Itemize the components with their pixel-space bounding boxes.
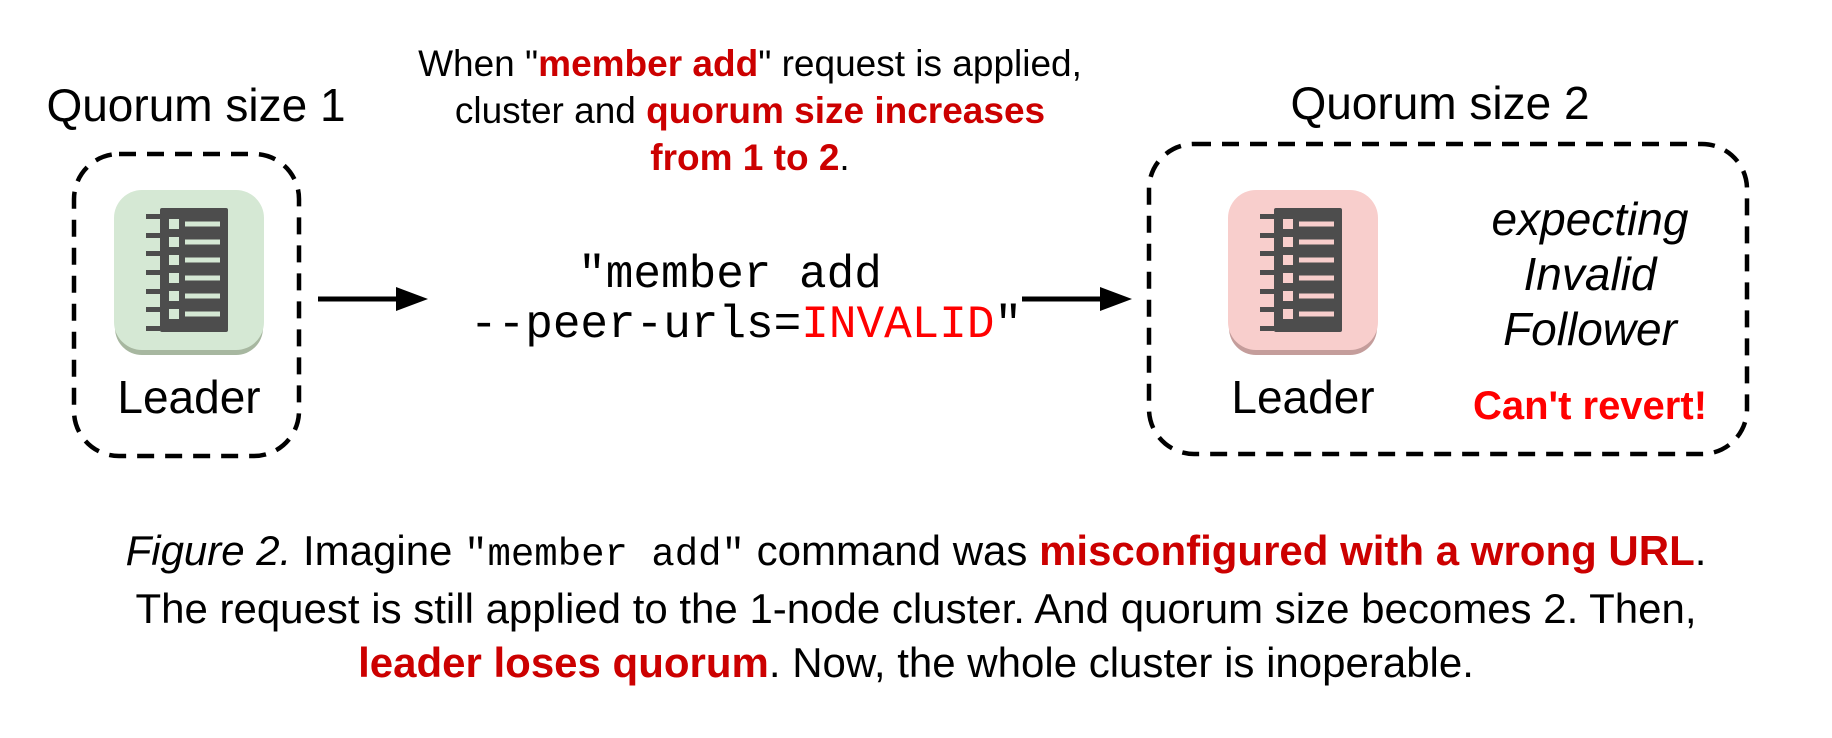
annotation-line-3: from 1 to 2. <box>390 134 1110 181</box>
leader-node-tile-green <box>114 190 264 350</box>
command-line-1: "member add <box>578 249 882 301</box>
annotation-line-1: When "member add" request is applied, <box>390 40 1110 87</box>
annotation-highlight: quorum size increases <box>646 90 1046 131</box>
caption-line-3: leader loses quorum. Now, the whole clus… <box>0 636 1832 690</box>
caption-text: . <box>1694 527 1707 574</box>
caption-text: Imagine <box>291 527 465 574</box>
server-icon <box>1260 208 1342 332</box>
right-node-label: Leader <box>1231 371 1375 423</box>
annotation-line-2: cluster and quorum size increases <box>390 87 1110 134</box>
annotation-text: cluster and <box>454 90 647 131</box>
annotation-highlight: from 1 to 2 <box>650 137 840 178</box>
left-node-label: Leader <box>117 371 261 423</box>
annotation-highlight: member add <box>538 43 759 84</box>
server-icon <box>146 208 228 332</box>
status-line: Invalid <box>1523 248 1657 300</box>
member-add-command: "member add --peer-urls=INVALID" <box>470 249 1022 351</box>
caption-text: command was <box>744 527 1040 574</box>
right-cluster-boundary <box>1146 141 1750 457</box>
command-text: " <box>994 299 1023 351</box>
status-line: Follower <box>1503 303 1677 355</box>
annotation-text: " request is applied, <box>758 43 1082 84</box>
command-text: --peer-urls= <box>470 299 802 351</box>
arrow-right-icon <box>1022 287 1132 311</box>
caption-text: . Now, the whole cluster is inoperable. <box>768 639 1474 686</box>
member-add-annotation: When "member add" request is applied, cl… <box>390 40 1110 181</box>
right-cluster-title: Quorum size 2 <box>1290 77 1590 129</box>
caption-line-1: Figure 2. Imagine "member add" command w… <box>0 524 1832 582</box>
annotation-text: . <box>839 137 850 178</box>
caption-highlight: misconfigured with a wrong URL <box>1039 527 1695 574</box>
figure-caption: Figure 2. Imagine "member add" command w… <box>0 524 1832 690</box>
status-line: expecting <box>1491 193 1689 245</box>
annotation-text: When " <box>418 43 539 84</box>
caption-code: "member add" <box>464 533 745 577</box>
command-line-2: --peer-urls=INVALID" <box>470 299 1022 351</box>
expecting-follower-note: expecting Invalid Follower <box>1430 192 1750 357</box>
left-cluster-title: Quorum size 1 <box>46 79 346 131</box>
cant-revert-warning: Can't revert! <box>1472 384 1708 428</box>
caption-line-2: The request is still applied to the 1-no… <box>135 585 1697 632</box>
arrow-right-icon <box>318 287 428 311</box>
command-invalid-value: INVALID <box>801 299 995 351</box>
left-cluster-boundary <box>71 151 302 459</box>
leader-node-tile-pink <box>1228 190 1378 350</box>
figure-label: Figure 2. <box>125 527 292 574</box>
caption-highlight: leader loses quorum <box>358 639 769 686</box>
